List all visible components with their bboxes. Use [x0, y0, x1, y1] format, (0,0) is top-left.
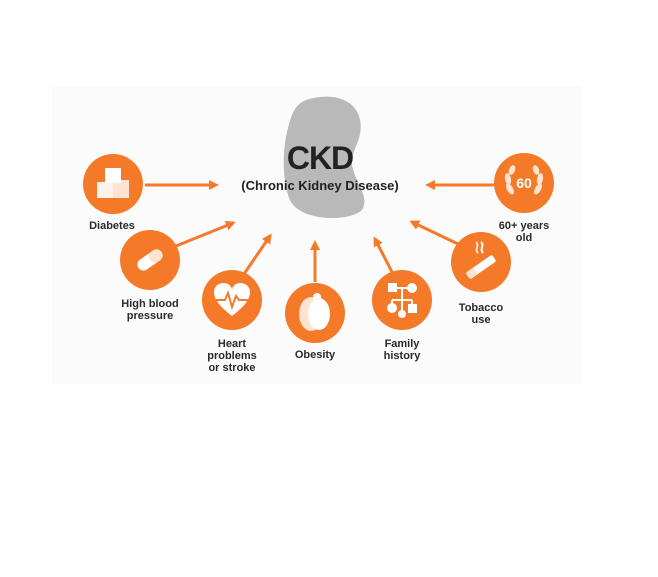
ckd-title: CKD — [286, 140, 354, 176]
factor-tobacco-label: Tobacco use — [458, 302, 504, 326]
family-tree-icon — [387, 283, 417, 318]
heart-ecg-icon — [214, 283, 250, 316]
factor-blood-pressure-label: High blood pressure — [121, 298, 179, 322]
factor-family-circle — [372, 270, 432, 330]
arrow-heart — [242, 233, 272, 275]
factor-obesity-circle — [285, 283, 345, 343]
laurel-60-icon — [504, 165, 544, 195]
pill-capsule-icon — [137, 249, 163, 271]
factor-heart-label: Heart problems or stroke — [207, 338, 257, 374]
factor-blood-pressure-circle — [120, 230, 180, 290]
sugar-cubes-icon — [97, 168, 129, 198]
arrow-tobacco — [409, 220, 459, 246]
arrow-blood-pressure — [175, 220, 236, 248]
cigarette-icon — [466, 241, 496, 279]
factor-obesity-label: Obesity — [294, 349, 336, 361]
factor-family-label: Family history — [383, 338, 421, 362]
factor-age-label: 60+ years old — [498, 220, 550, 244]
ckd-subtitle: (Chronic Kidney Disease) — [241, 178, 399, 193]
factor-diabetes-label: Diabetes — [89, 220, 135, 232]
body-silhouette-icon — [299, 293, 330, 331]
factor-diabetes-circle — [83, 154, 143, 214]
factor-tobacco-circle — [451, 232, 511, 292]
kidney-shape — [283, 96, 365, 219]
age-60-text: 60 — [516, 175, 532, 191]
factor-age-circle — [494, 153, 554, 213]
factor-heart-circle — [202, 270, 262, 330]
arrow-family — [373, 236, 394, 273]
